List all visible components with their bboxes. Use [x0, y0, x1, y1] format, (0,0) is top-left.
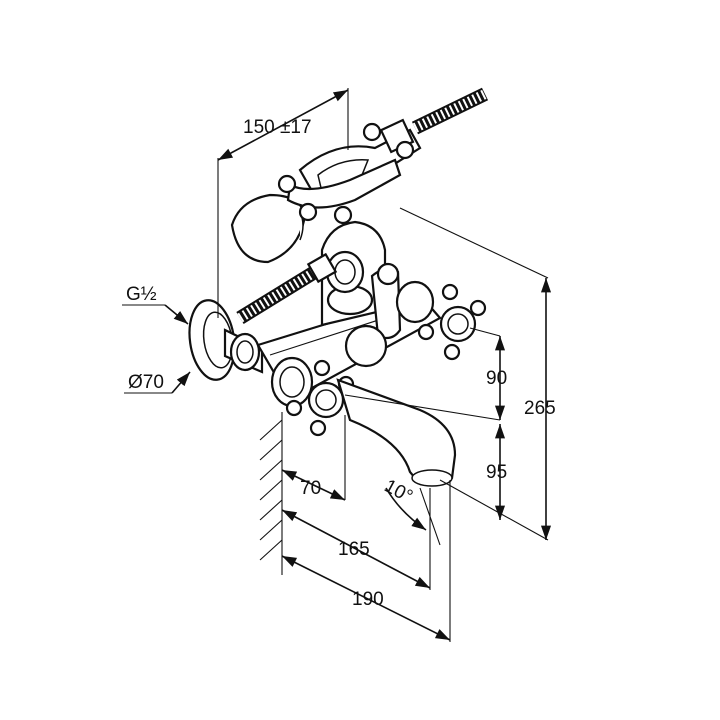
shower-holder — [277, 122, 415, 225]
dim-spout-offset-a: 70 — [281, 415, 346, 501]
spout-length-label: 190 — [352, 589, 384, 610]
lower-hose — [236, 252, 338, 324]
diameter-label: Ø70 — [128, 372, 164, 393]
spout-angle-label: 10° — [381, 476, 416, 508]
upper-hose — [411, 87, 489, 135]
shower-offset-label: 150 ±17 — [243, 117, 312, 138]
dim-spout-length: 190 — [281, 480, 451, 642]
spout-offset-a-label: 70 — [300, 478, 321, 499]
bath-mixer-drawing — [188, 87, 489, 487]
height-lower-label: 95 — [486, 462, 507, 483]
dim-thread: G½ — [122, 284, 189, 325]
height-upper-label: 90 — [486, 368, 507, 389]
dim-heights: 90 95 265 — [344, 207, 556, 541]
total-height-label: 265 — [524, 398, 556, 419]
thread-label: G½ — [126, 284, 157, 305]
dim-shower-offset: 150 ±17 — [217, 88, 349, 318]
wall-hatch-icon — [259, 412, 283, 575]
right-handle — [417, 283, 487, 361]
dim-diameter: Ø70 — [124, 371, 191, 394]
spout-offset-b-label: 165 — [338, 539, 370, 560]
